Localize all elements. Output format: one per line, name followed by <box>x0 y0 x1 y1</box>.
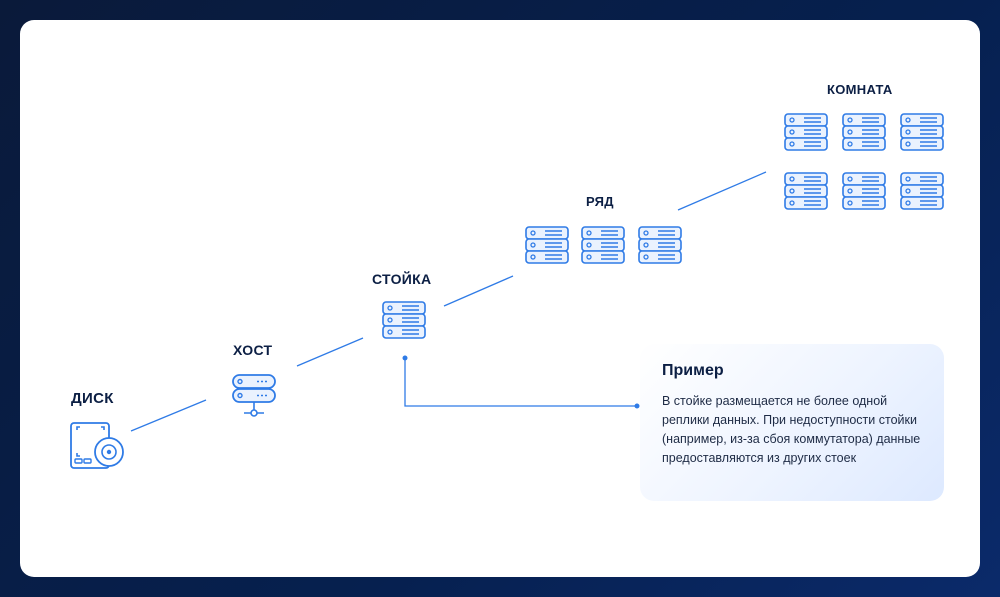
example-card: Пример В стойке размещается не более одн… <box>640 344 944 501</box>
label-rack: СТОЙКА <box>372 271 432 287</box>
row-server-icon-3 <box>638 226 682 264</box>
row-server-icon-2 <box>581 226 625 264</box>
connector-dot-end <box>634 403 640 409</box>
connector-lines <box>130 171 767 432</box>
row-server-icon-1 <box>525 226 569 264</box>
room-server-icon-1 <box>784 113 828 151</box>
label-row: РЯД <box>586 194 614 209</box>
connector-rack-example <box>404 358 637 407</box>
disk-drive-icon <box>70 422 124 469</box>
example-title: Пример <box>662 362 724 379</box>
room-server-icon-4 <box>784 172 828 210</box>
rack-server-icon <box>382 301 426 339</box>
room-server-icon-6 <box>900 172 944 210</box>
connector-rack-row <box>443 275 514 307</box>
example-text: В стойке размещается не более одной репл… <box>662 394 921 465</box>
connector-row-room <box>677 171 767 211</box>
label-disk: ДИСК <box>71 390 114 407</box>
label-room: КОМНАТА <box>827 82 893 97</box>
room-server-icon-5 <box>842 172 886 210</box>
connector-disk-host <box>130 399 207 432</box>
diagram-card: ДИСК ХОСТ СТОЙКА РЯД КОМНАТА <box>20 20 980 577</box>
room-server-icon-3 <box>900 113 944 151</box>
room-server-icon-2 <box>842 113 886 151</box>
network-server-icon <box>232 374 276 417</box>
connector-dot-start <box>402 355 408 361</box>
connector-host-rack <box>296 337 364 367</box>
label-host: ХОСТ <box>233 342 273 358</box>
